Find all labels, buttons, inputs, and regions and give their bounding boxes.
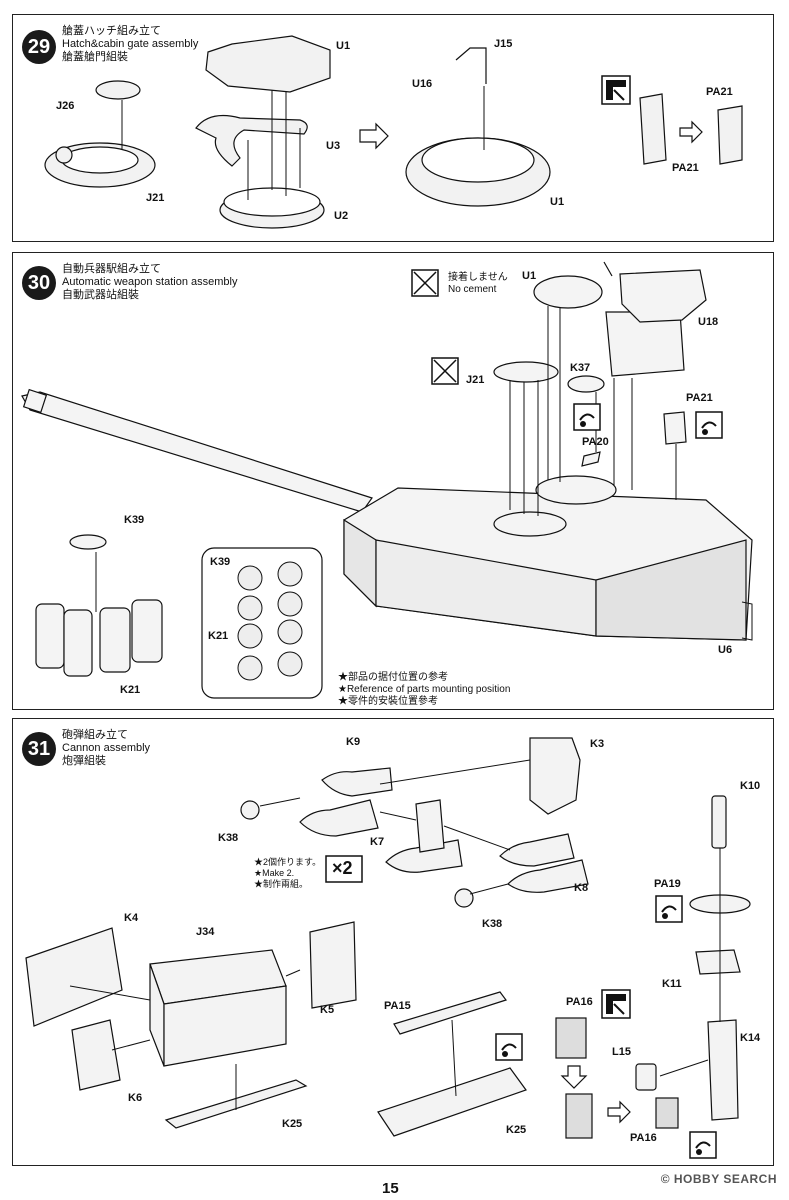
step-29-title-zh: 艙蓋艙門組裝 xyxy=(62,51,128,63)
part-label-u1: U1 xyxy=(522,270,537,282)
part-label-pa21-top: PA21 xyxy=(706,86,733,98)
part-label-pa16: PA16 xyxy=(566,996,593,1008)
part-label-k8: K8 xyxy=(574,882,589,894)
part-label-k7: K7 xyxy=(370,836,385,848)
step-29-title-ja: 艙蓋ハッチ組み立て xyxy=(62,25,161,37)
part-label-pa20: PA20 xyxy=(582,436,609,448)
part-label-pa21-bottom: PA21 xyxy=(672,162,699,174)
step-30-title-en: Automatic weapon station assembly xyxy=(62,276,238,288)
reference-note-en: ★Reference of parts mounting position xyxy=(338,684,511,695)
part-label-k5: K5 xyxy=(320,1004,335,1016)
step-30-panel xyxy=(12,252,774,710)
make-note-zh: ★制作兩組。 xyxy=(254,879,309,889)
part-label-k6: K6 xyxy=(128,1092,143,1104)
step-31-title-en: Cannon assembly xyxy=(62,742,151,754)
multiplier-badge: ×2 xyxy=(332,858,353,878)
part-label-u16: U16 xyxy=(412,78,433,90)
part-label-u6: U6 xyxy=(718,644,733,656)
part-label-k21: K21 xyxy=(120,684,141,696)
part-label-k3: K3 xyxy=(590,738,605,750)
part-label-j26: J26 xyxy=(56,100,75,112)
step-30-number: 30 xyxy=(22,266,56,300)
part-label-u1: U1 xyxy=(336,40,351,52)
reference-note-zh: ★零件的安裝位置參考 xyxy=(338,696,438,707)
reference-note-ja: ★部品の据付位置の参考 xyxy=(338,672,448,683)
part-label-j21: J21 xyxy=(466,374,485,386)
part-label-u18: U18 xyxy=(698,316,719,328)
no-cement-ja: 接着しません xyxy=(448,272,508,283)
no-cement-en: No cement xyxy=(448,284,497,295)
part-label-k10: K10 xyxy=(740,780,761,792)
step-31-number: 31 xyxy=(22,732,56,766)
part-label-pa15: PA15 xyxy=(384,1000,411,1012)
part-label-k38: K38 xyxy=(218,832,239,844)
part-label-k9: K9 xyxy=(346,736,361,748)
part-label-k14: K14 xyxy=(740,1032,761,1044)
make-note-ja: ★2個作ります。 xyxy=(254,857,322,867)
step-31-title-ja: 砲弾組み立て xyxy=(62,729,128,741)
step-30-title-ja: 自動兵器駅組み立て xyxy=(62,263,161,275)
step-29-number: 29 xyxy=(22,30,56,64)
part-label-pa21: PA21 xyxy=(686,392,713,404)
part-label-k38-lower: K38 xyxy=(482,918,503,930)
part-label-u2: U2 xyxy=(334,210,349,222)
part-label-l15: L15 xyxy=(612,1046,631,1058)
part-label-u3: U3 xyxy=(326,140,341,152)
step-31-title-zh: 炮彈組裝 xyxy=(62,755,106,767)
watermark: © HOBBY SEARCH xyxy=(660,1172,777,1186)
part-label-j21: J21 xyxy=(146,192,165,204)
part-label-k11: K11 xyxy=(662,978,682,990)
part-label-j34: J34 xyxy=(196,926,215,938)
part-label-k21-inset: K21 xyxy=(208,630,229,642)
step-31-panel xyxy=(12,718,774,1166)
page-number: 15 xyxy=(382,1180,399,1197)
part-label-k25-tray: K25 xyxy=(506,1124,527,1136)
part-label-pa19: PA19 xyxy=(654,878,681,890)
step-30-title-zh: 自動武器站組裝 xyxy=(62,289,139,301)
part-label-pa16-lower: PA16 xyxy=(630,1132,657,1144)
part-label-k37: K37 xyxy=(570,362,591,374)
part-label-k4: K4 xyxy=(124,912,139,924)
part-label-j15: J15 xyxy=(494,38,513,50)
step-29-title-en: Hatch&cabin gate assembly xyxy=(62,38,199,50)
make-note-en: ★Make 2. xyxy=(254,868,295,878)
part-label-u1-assembled: U1 xyxy=(550,196,565,208)
part-label-k39: K39 xyxy=(124,514,145,526)
part-label-k25: K25 xyxy=(282,1118,303,1130)
part-label-k39-inset: K39 xyxy=(210,556,231,568)
